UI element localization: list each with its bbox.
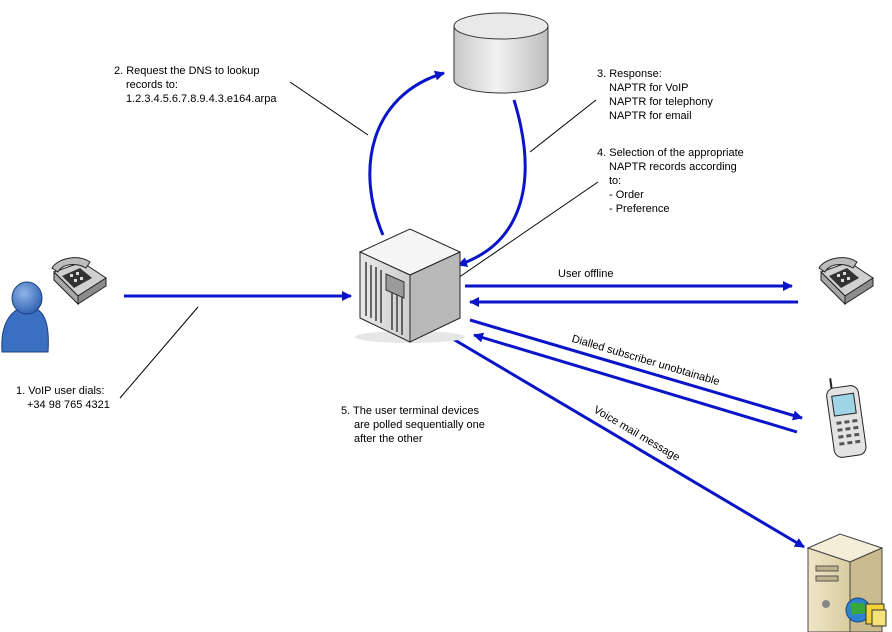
terminal-desk-phone-icon — [818, 257, 874, 306]
arrow-server-to-mobile — [469, 318, 803, 421]
step4-line2: NAPTR records according — [609, 161, 737, 173]
step4-annotation: 4. Selection of the appropriate NAPTR re… — [597, 146, 744, 216]
dns-database-icon — [453, 12, 549, 94]
step1-annotation: 1. VoIP user dials: +34 98 765 4321 — [16, 384, 110, 412]
person-icon — [1, 281, 49, 353]
leader-step3 — [529, 99, 597, 153]
arrow-server-to-dns — [368, 70, 445, 236]
step5-line2: are polled sequentially one — [354, 419, 485, 431]
flow-arrows — [124, 70, 805, 549]
leader-step2 — [289, 81, 369, 136]
desk-phone-icon — [51, 257, 107, 306]
leader-step4 — [454, 181, 599, 281]
step2-line3: 1.2.3.4.5.6.7.8.9.4.3.e164.arpa — [126, 93, 277, 105]
step2-annotation: 2. Request the DNS to lookup records to:… — [114, 64, 276, 106]
step4-line5: - Preference — [609, 203, 670, 215]
step3-line2: NAPTR for VoIP — [609, 82, 689, 94]
step2-line1: 2. Request the DNS to lookup — [114, 65, 260, 77]
edge-label-user-offline: User offline — [558, 268, 614, 280]
server-cabinet-icon — [355, 228, 465, 343]
mail-server-icon — [806, 533, 887, 632]
step5-line1: 5. The user terminal devices — [341, 405, 479, 417]
leader-step1 — [119, 306, 199, 399]
step3-annotation: 3. Response: NAPTR for VoIP NAPTR for te… — [597, 67, 713, 123]
step3-line4: NAPTR for email — [609, 110, 692, 122]
arrow-server-to-voicemail — [447, 334, 805, 549]
step1-line2: +34 98 765 4321 — [27, 399, 110, 411]
step5-line3: after the other — [354, 433, 423, 445]
arrow-mobile-to-server — [473, 332, 798, 434]
mobile-phone-icon — [826, 378, 867, 458]
step4-line3: to: — [609, 175, 622, 187]
arrow-dns-to-server — [457, 99, 527, 267]
step5-annotation: 5. The user terminal devices are polled … — [341, 404, 485, 446]
step4-line4: - Order — [609, 189, 644, 201]
step1-line1: 1. VoIP user dials: — [16, 385, 105, 397]
step2-line2: records to: — [126, 79, 178, 91]
voip-user-group — [1, 257, 107, 353]
leader-lines — [119, 81, 599, 399]
step3-line3: NAPTR for telephony — [609, 96, 713, 108]
step3-line1: 3. Response: — [597, 68, 662, 80]
step4-line1: 4. Selection of the appropriate — [597, 147, 744, 159]
